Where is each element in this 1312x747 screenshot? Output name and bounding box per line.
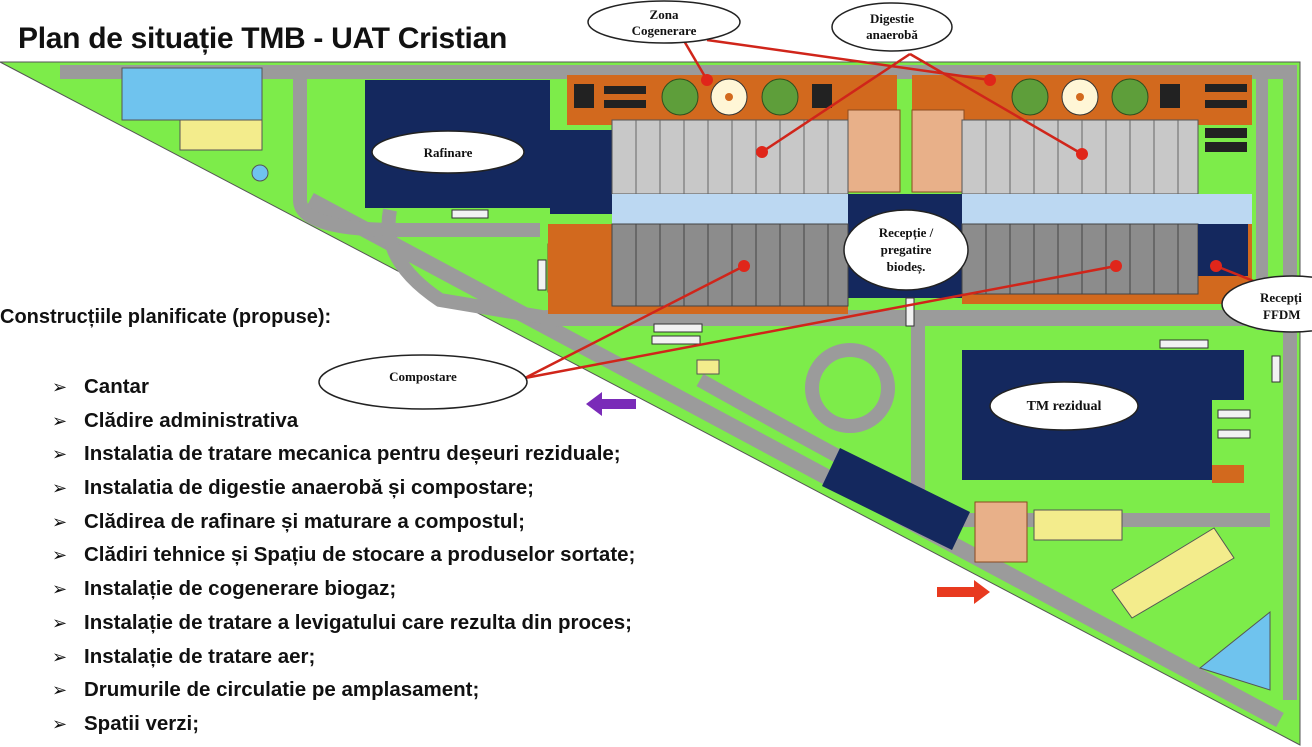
callout-tm-rezidual <box>989 381 1139 431</box>
list-item: ➢Spatii verzi; <box>52 710 635 744</box>
ffdm-reception-building <box>1198 224 1248 276</box>
gas-tank-core <box>1076 93 1084 101</box>
label-receptie-2: pregatire <box>881 242 932 257</box>
list-item: ➢Clădirea de rafinare și maturare a comp… <box>52 508 635 542</box>
tunnel-dividers <box>635 120 1179 194</box>
label-cogenerare: Cogenerare <box>632 23 697 38</box>
label-rafinare: Rafinare <box>424 145 473 160</box>
tunnels-top-left <box>611 119 849 195</box>
leader-lines <box>524 33 1257 380</box>
label-zona: Zona <box>650 7 679 22</box>
bullet-arrow-icon: ➢ <box>52 713 68 734</box>
list-item: ➢Clădire administrativa <box>52 407 635 441</box>
corridor-right <box>962 194 1252 224</box>
bullet-arrow-icon: ➢ <box>52 478 68 499</box>
list-item: ➢Drumurile de circulatie pe amplasament; <box>52 676 635 710</box>
list-item: ➢Instalație de tratare aer; <box>52 643 635 677</box>
diagonal-road <box>306 192 1284 728</box>
storage-hatch-top <box>847 109 901 193</box>
label-digestie: Digestie <box>870 11 914 26</box>
tm-rezidual-annex <box>1212 350 1244 400</box>
roundabout <box>805 343 895 433</box>
list-item: ➢Instalație de cogenerare biogaz; <box>52 575 635 609</box>
bullet-arrow-icon: ➢ <box>52 410 68 431</box>
bullet-arrow-icon: ➢ <box>52 377 68 397</box>
digester-tank <box>761 78 799 116</box>
pointer-dots <box>701 74 1222 272</box>
bullet-arrow-icon: ➢ <box>52 444 68 465</box>
label-receptie-1: Recepție / <box>879 225 934 241</box>
vehicles <box>451 209 1281 439</box>
callout-digestie <box>831 2 953 52</box>
bullet-arrow-icon: ➢ <box>52 646 68 667</box>
digester-tank <box>661 78 699 116</box>
pond-triangle <box>1198 610 1271 691</box>
bullet-arrow-icon: ➢ <box>52 511 68 532</box>
bullet-arrow-icon: ➢ <box>52 680 68 701</box>
bullet-arrow-icon: ➢ <box>52 579 68 600</box>
gas-tank-core <box>725 93 733 101</box>
label-anaeroba: anaerobă <box>866 27 918 42</box>
list-item: ➢Cantar <box>52 373 635 407</box>
technical-building <box>822 448 970 550</box>
label-tm-rezidual: TM rezidual <box>1027 399 1102 414</box>
callout-receptie <box>843 209 969 291</box>
label-receptie-3: biodeș. <box>887 259 926 275</box>
rafinare-annex <box>550 130 612 214</box>
small-basin <box>251 164 269 182</box>
storage-hatch-top-right <box>911 109 965 193</box>
page-title: Plan de situație TMB - UAT Cristian <box>18 22 507 55</box>
label-receptie-ffdm-2: FFDM <box>1263 307 1301 322</box>
digester-tank <box>1111 78 1149 116</box>
digester-tank <box>1011 78 1049 116</box>
callout-receptie-ffdm <box>1221 275 1312 333</box>
list-item: ➢Instalatia de digestie anaerobă și comp… <box>52 474 635 508</box>
bullet-arrow-icon: ➢ <box>52 612 68 633</box>
entry-arrow-icon <box>937 580 990 604</box>
equipment-units <box>574 84 1247 152</box>
bullet-arrow-icon: ➢ <box>52 545 68 566</box>
corridor-left <box>612 194 848 224</box>
small-yellow-box <box>696 359 720 375</box>
tunnels-bottom-right <box>961 223 1199 295</box>
label-receptie-ffdm-1: Recepți <box>1260 290 1302 306</box>
pond <box>121 67 263 121</box>
callout-compostare <box>318 354 528 410</box>
label-compostare: Compostare <box>389 369 457 384</box>
road-branch <box>381 208 562 327</box>
construction-list: ➢Cantar ➢Clădire administrativa ➢Instala… <box>52 373 635 744</box>
tm-rezidual-orange <box>1212 465 1244 483</box>
list-item: ➢Clădiri tehnice și Spațiu de stocare a … <box>52 541 635 575</box>
list-item: ➢Instalație de tratare a levigatului car… <box>52 609 635 643</box>
callout-rafinare <box>371 130 525 174</box>
storage-yellow-building <box>1033 509 1123 541</box>
small-yellow-building <box>179 119 263 151</box>
storage-hatch-bottom <box>974 501 1028 563</box>
storage-yellow-diagonal <box>1111 527 1235 619</box>
callout-zona-cogenerare <box>587 0 741 44</box>
perimeter-road <box>60 65 1297 700</box>
list-heading: Construcțiile planificate (propuse): <box>0 306 332 328</box>
tunnels-bottom-left <box>611 223 849 307</box>
exit-arrow-icon <box>586 392 636 416</box>
list-item: ➢Instalatia de tratare mecanica pentru d… <box>52 440 635 474</box>
tunnel-dividers-bottom <box>635 224 1179 306</box>
